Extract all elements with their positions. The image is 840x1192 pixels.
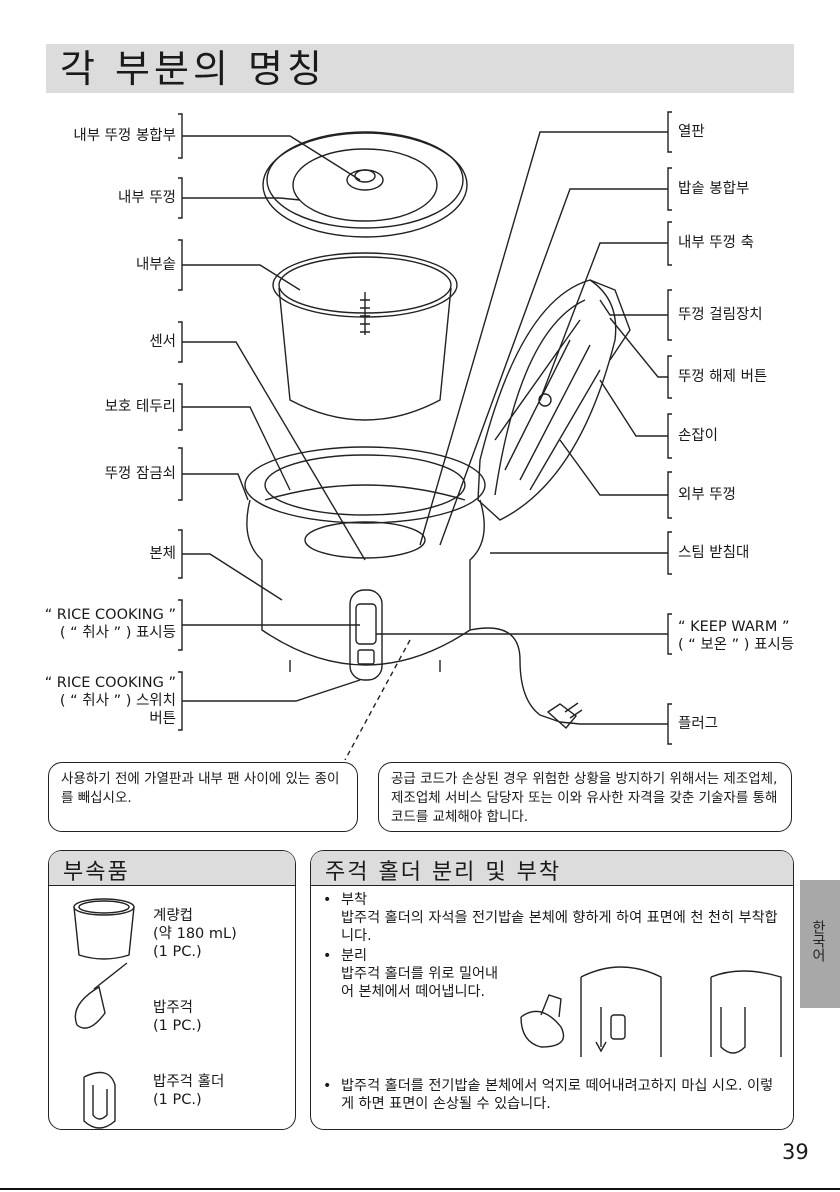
accessories-box: 부속품 계량컵 (약 180 mL) (1 PC.) 밥주걱 (1 PC.) 밥… — [48, 850, 296, 1130]
label-protective-rim: 보호 테두리 — [105, 399, 176, 416]
holder-heading-bar: 주걱 홀더 분리 및 부착 — [311, 851, 793, 886]
holder-section-box: 주걱 홀더 분리 및 부착 • 부착 밥주걱 홀더의 자석을 전기밥솥 본체에 … — [310, 850, 794, 1130]
label-heating-plate: 열판 — [678, 124, 705, 141]
bullet-attach: • — [323, 891, 331, 909]
page-number: 39 — [782, 1140, 809, 1164]
label-rice-cooking-lamp-2: ( “ 취사 ” ) 표시등 — [60, 625, 176, 642]
accessories-heading-bar: 부속품 — [49, 851, 295, 886]
warning-text: 밥주걱 홀더를 전기밥솥 본체에서 억지로 떼어내려고하지 마십 시오. 이렇게… — [341, 1077, 781, 1113]
label-steam-tray: 스팀 받침대 — [678, 545, 749, 562]
label-rice-cooking-switch-1: “ RICE COOKING ” — [45, 675, 176, 692]
label-lid-hook: 뚜껑 걸림장치 — [678, 307, 763, 324]
detach-text: 밥주걱 홀더를 위로 밀어내어 본체에서 떼어냅니다. — [341, 965, 511, 1001]
label-rice-cooking-switch-2: ( “ 취사 ” ) 스위치 — [60, 693, 176, 710]
label-handle: 손잡이 — [678, 428, 718, 445]
accessory-rice-spatula: 밥주걱 (1 PC.) — [153, 999, 202, 1035]
accessories-heading: 부속품 — [63, 854, 130, 886]
label-lid-release-button: 뚜껑 해제 버튼 — [678, 369, 767, 386]
language-label: 한국어 — [808, 920, 828, 962]
arrow-down-icon — [596, 1007, 606, 1051]
label-outer-lid: 외부 뚜껑 — [678, 487, 736, 504]
label-lid-lock: 뚜껑 잠금쇠 — [105, 466, 176, 483]
bottom-rule — [0, 1188, 840, 1190]
rice-spatula-icon — [75, 987, 105, 1028]
label-rice-cooking-switch-3: 버튼 — [149, 711, 176, 728]
label-inner-lid-assembly: 내부 뚜껑 봉합부 — [73, 128, 176, 145]
holder-heading: 주걱 홀더 분리 및 부착 — [325, 854, 561, 886]
holder-detach-illustration — [501, 947, 801, 1077]
label-sensor: 센서 — [149, 334, 176, 351]
language-side-tab: 한국어 — [800, 880, 840, 1008]
label-inner-pan: 내부솥 — [136, 257, 176, 274]
attach-title: 부착 — [341, 891, 367, 909]
label-inner-lid-shaft: 내부 뚜껑 축 — [678, 235, 754, 252]
bullet-warning: • — [323, 1077, 331, 1095]
label-rice-cooking-lamp-1: “ RICE COOKING ” — [45, 607, 176, 624]
hand-icon — [521, 1011, 564, 1047]
label-body: 본체 — [149, 546, 176, 563]
attach-text: 밥주걱 홀더의 자석을 전기밥솥 본체에 향하게 하여 표면에 천 천히 부착합… — [341, 909, 781, 945]
label-keep-warm-2: ( “ 보온 ” ) 표시등 — [678, 637, 794, 654]
note-remove-paper: 사용하기 전에 가열판과 내부 팬 사이에 있는 종이를 빼십시오. — [48, 762, 358, 832]
label-pot-assembly: 밥솥 봉합부 — [678, 181, 749, 198]
accessory-measuring-cup: 계량컵 (약 180 mL) (1 PC.) — [153, 907, 237, 961]
accessory-spatula-holder: 밥주걱 홀더 (1 PC.) — [153, 1073, 224, 1109]
label-inner-lid: 내부 뚜껑 — [118, 190, 176, 207]
label-keep-warm-1: “ KEEP WARM ” — [678, 619, 789, 636]
bullet-detach: • — [323, 947, 331, 965]
label-plug: 플러그 — [678, 716, 718, 733]
detach-title: 분리 — [341, 947, 367, 965]
note-power-cord: 공급 코드가 손상된 경우 위험한 상황을 방지하기 위해서는 제조업체, 제조… — [378, 762, 792, 832]
